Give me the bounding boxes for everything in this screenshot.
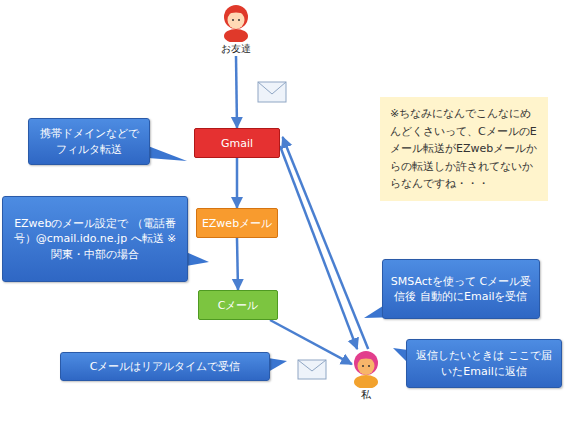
node-text: SMSActを使って Cメール受信後 自動的にEmailを受信 xyxy=(389,274,533,305)
envelope-icon xyxy=(258,82,286,102)
flow-arrow xyxy=(236,56,237,128)
node-text: 返信したいときは ここで届いたEmailに返信 xyxy=(413,348,555,379)
flow-arrow xyxy=(280,146,357,349)
flow-arrow xyxy=(236,158,239,208)
node-text: Gmail xyxy=(221,137,253,150)
flow-arrow xyxy=(237,238,238,290)
node-text: 携帯ドメインなどで フィルタ転送 xyxy=(35,126,143,157)
flow-arrow xyxy=(270,320,352,364)
person-icon: 私 xyxy=(344,348,388,402)
person-figure xyxy=(349,348,383,388)
callout-box: 返信したいときは ここで届いたEmailに返信 xyxy=(406,339,562,388)
note-box: ※ちなみになんでこんなにめんどくさいって、CメールのEメール転送がEZwebメー… xyxy=(380,97,548,201)
process-box: EZwebメール xyxy=(196,208,278,238)
callout-pointer xyxy=(186,252,209,266)
callout-box: SMSActを使って Cメール受信後 自動的にEmailを受信 xyxy=(382,259,540,319)
callout-box: EZwebのメール設定で （電話番号）@cmail.ido.ne.jp へ転送 … xyxy=(2,196,188,282)
flow-arrow xyxy=(283,137,369,349)
node-text: Cメールはリアルタイムで受信 xyxy=(67,359,263,374)
node-text: 私 xyxy=(344,388,388,402)
callout-pointer xyxy=(268,358,287,372)
person-icon: お友達 xyxy=(214,2,258,56)
node-text: Cメール xyxy=(218,298,259,313)
callout-box: 携帯ドメインなどで フィルタ転送 xyxy=(28,118,150,165)
callout-box: Cメールはリアルタイムで受信 xyxy=(60,352,270,381)
process-box: Gmail xyxy=(194,128,280,158)
node-text: EZwebのメール設定で （電話番号）@cmail.ido.ne.jp へ転送 … xyxy=(9,216,181,262)
envelope-icon xyxy=(298,360,326,379)
process-box: Cメール xyxy=(198,290,278,320)
person-figure xyxy=(219,2,253,42)
callout-pointer xyxy=(148,146,187,161)
node-text: ※ちなみになんでこんなにめんどくさいって、CメールのEメール転送がEZwebメー… xyxy=(390,105,538,193)
node-text: EZwebメール xyxy=(202,216,272,231)
node-text: お友達 xyxy=(214,42,258,56)
